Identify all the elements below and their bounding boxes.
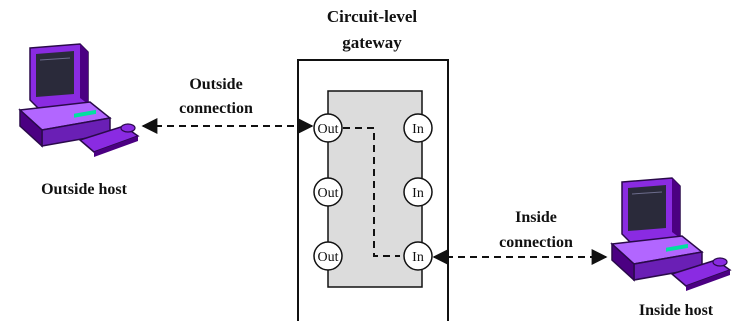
inside-host-label: Inside host (639, 302, 714, 319)
outside-host-computer-icon (18, 43, 140, 157)
out-port-2-label: Out (318, 186, 339, 201)
inside-connection-label-line1: Inside (515, 209, 557, 226)
out-port-1: Out (313, 113, 343, 143)
in-port-2: In (403, 177, 433, 207)
outside-connection-label-line1: Outside (189, 76, 242, 93)
out-port-2: Out (313, 177, 343, 207)
inside-connection-label-line2: connection (499, 234, 573, 251)
inside-host-computer-icon (610, 177, 732, 291)
out-port-3-label: Out (318, 250, 339, 265)
in-port-1-label: In (412, 122, 424, 137)
gateway-title-line1: Circuit-level (327, 7, 418, 26)
out-port-3: Out (313, 241, 343, 271)
out-port-1-label: Out (318, 122, 339, 137)
in-port-1: In (403, 113, 433, 143)
in-port-2-label: In (412, 186, 424, 201)
in-port-3: In (403, 241, 433, 271)
internal-relay-path (343, 127, 400, 257)
in-port-3-label: In (412, 250, 424, 265)
gateway-title-line2: gateway (342, 33, 402, 52)
outside-connection-label-line2: connection (179, 100, 253, 117)
outside-host-label: Outside host (41, 181, 127, 198)
